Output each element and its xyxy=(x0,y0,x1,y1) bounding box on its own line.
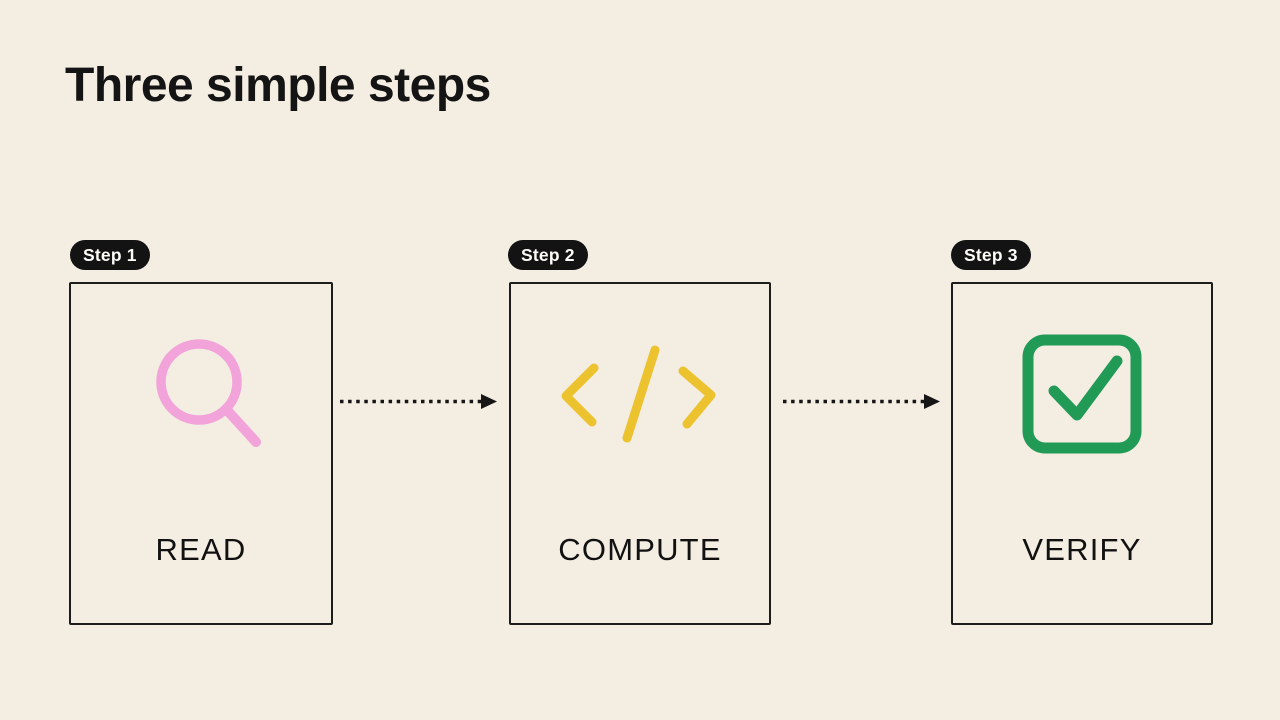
arrow-step1-to-step2 xyxy=(340,394,497,409)
step-2-badge: Step 2 xyxy=(508,240,588,270)
step-2-icon-wrap xyxy=(511,324,769,464)
code-icon xyxy=(561,345,716,443)
step-1-label: READ xyxy=(155,532,247,567)
checkbox-check-icon xyxy=(1022,334,1142,454)
step-1-card: READ xyxy=(69,282,333,625)
step-3-card: VERIFY xyxy=(951,282,1213,625)
step-1-icon-wrap xyxy=(71,324,331,464)
step-3-icon-wrap xyxy=(953,324,1211,464)
arrow-step2-to-step3 xyxy=(783,394,940,409)
step-2-card: COMPUTE xyxy=(509,282,771,625)
step-3-label: VERIFY xyxy=(1022,532,1142,567)
step-2-label: COMPUTE xyxy=(558,532,722,567)
page-title: Three simple steps xyxy=(65,59,491,112)
step-1-badge: Step 1 xyxy=(70,240,150,270)
magnifier-icon xyxy=(156,339,261,447)
step-3-badge: Step 3 xyxy=(951,240,1031,270)
